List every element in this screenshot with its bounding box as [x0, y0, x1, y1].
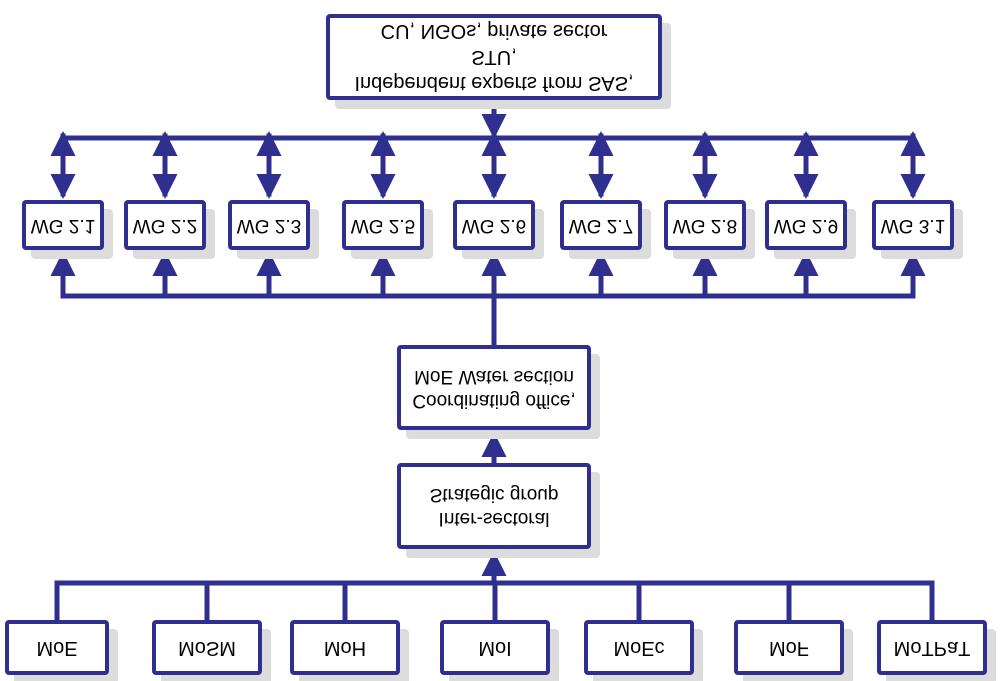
strategic-group-line-2: Strategic group [429, 484, 559, 505]
wg-box-7: WG 2.8 [664, 200, 746, 250]
strategic-group-line-1: Inter-sectoral [438, 508, 550, 529]
top-box-line-1: Independent experts from SAS, STU, [354, 46, 634, 94]
wg-box-9: WG 3.1 [872, 200, 954, 250]
top-box-line-2: CU, NGOs, private sector [380, 20, 608, 42]
ministry-box-moe: MoE [5, 620, 109, 675]
wg-box-6: WG 2.7 [560, 200, 642, 250]
ministry-label-moe: MoE [36, 637, 78, 659]
wg-label-9: WG 3.1 [880, 215, 946, 236]
ministry-box-mof: MoF [734, 620, 844, 675]
wg-label-5: WG 2.6 [461, 215, 527, 236]
wg-box-2: WG 2.2 [124, 200, 206, 250]
ministry-box-moi: MoI [440, 620, 550, 675]
wg-label-1: WG 2.1 [30, 215, 96, 236]
ministry-label-moi: MoI [478, 637, 512, 659]
wg-label-7: WG 2.8 [672, 215, 738, 236]
wg-label-6: WG 2.7 [568, 215, 634, 236]
ministry-box-mosm: MoSM [152, 620, 262, 675]
ministry-label-mosm: MoSM [178, 637, 236, 659]
ministry-label-moec: MoEc [613, 637, 665, 659]
wg-box-5: WG 2.6 [453, 200, 535, 250]
coordinating-office-line-2: MoE Water section [414, 365, 574, 387]
coordinating-office-box: Coordinating office, MoE Water section [397, 345, 591, 430]
ministry-box-moh: MoH [290, 620, 400, 675]
wg-box-4: WG 2.5 [342, 200, 424, 250]
ministry-label-motpat: MoTPaT [893, 637, 971, 659]
strategic-group-box: Inter-sectoral Strategic group [397, 463, 591, 549]
wg-label-4: WG 2.5 [350, 215, 416, 236]
wg-box-3: WG 2.3 [228, 200, 310, 250]
wg-label-8: WG 2.9 [773, 215, 839, 236]
ministry-box-motpat: MoTPaT [877, 620, 987, 675]
top-box-independent-experts: Independent experts from SAS, STU, CU, N… [326, 14, 662, 100]
ministry-label-mof: MoF [769, 637, 809, 659]
coordinating-office-line-1: Coordinating office, [412, 389, 576, 411]
ministry-box-moec: MoEc [584, 620, 694, 675]
wg-label-2: WG 2.2 [132, 215, 198, 236]
wg-box-8: WG 2.9 [765, 200, 847, 250]
wg-label-3: WG 2.3 [236, 215, 302, 236]
ministry-label-moh: MoH [323, 637, 367, 659]
wg-box-1: WG 2.1 [22, 200, 104, 250]
